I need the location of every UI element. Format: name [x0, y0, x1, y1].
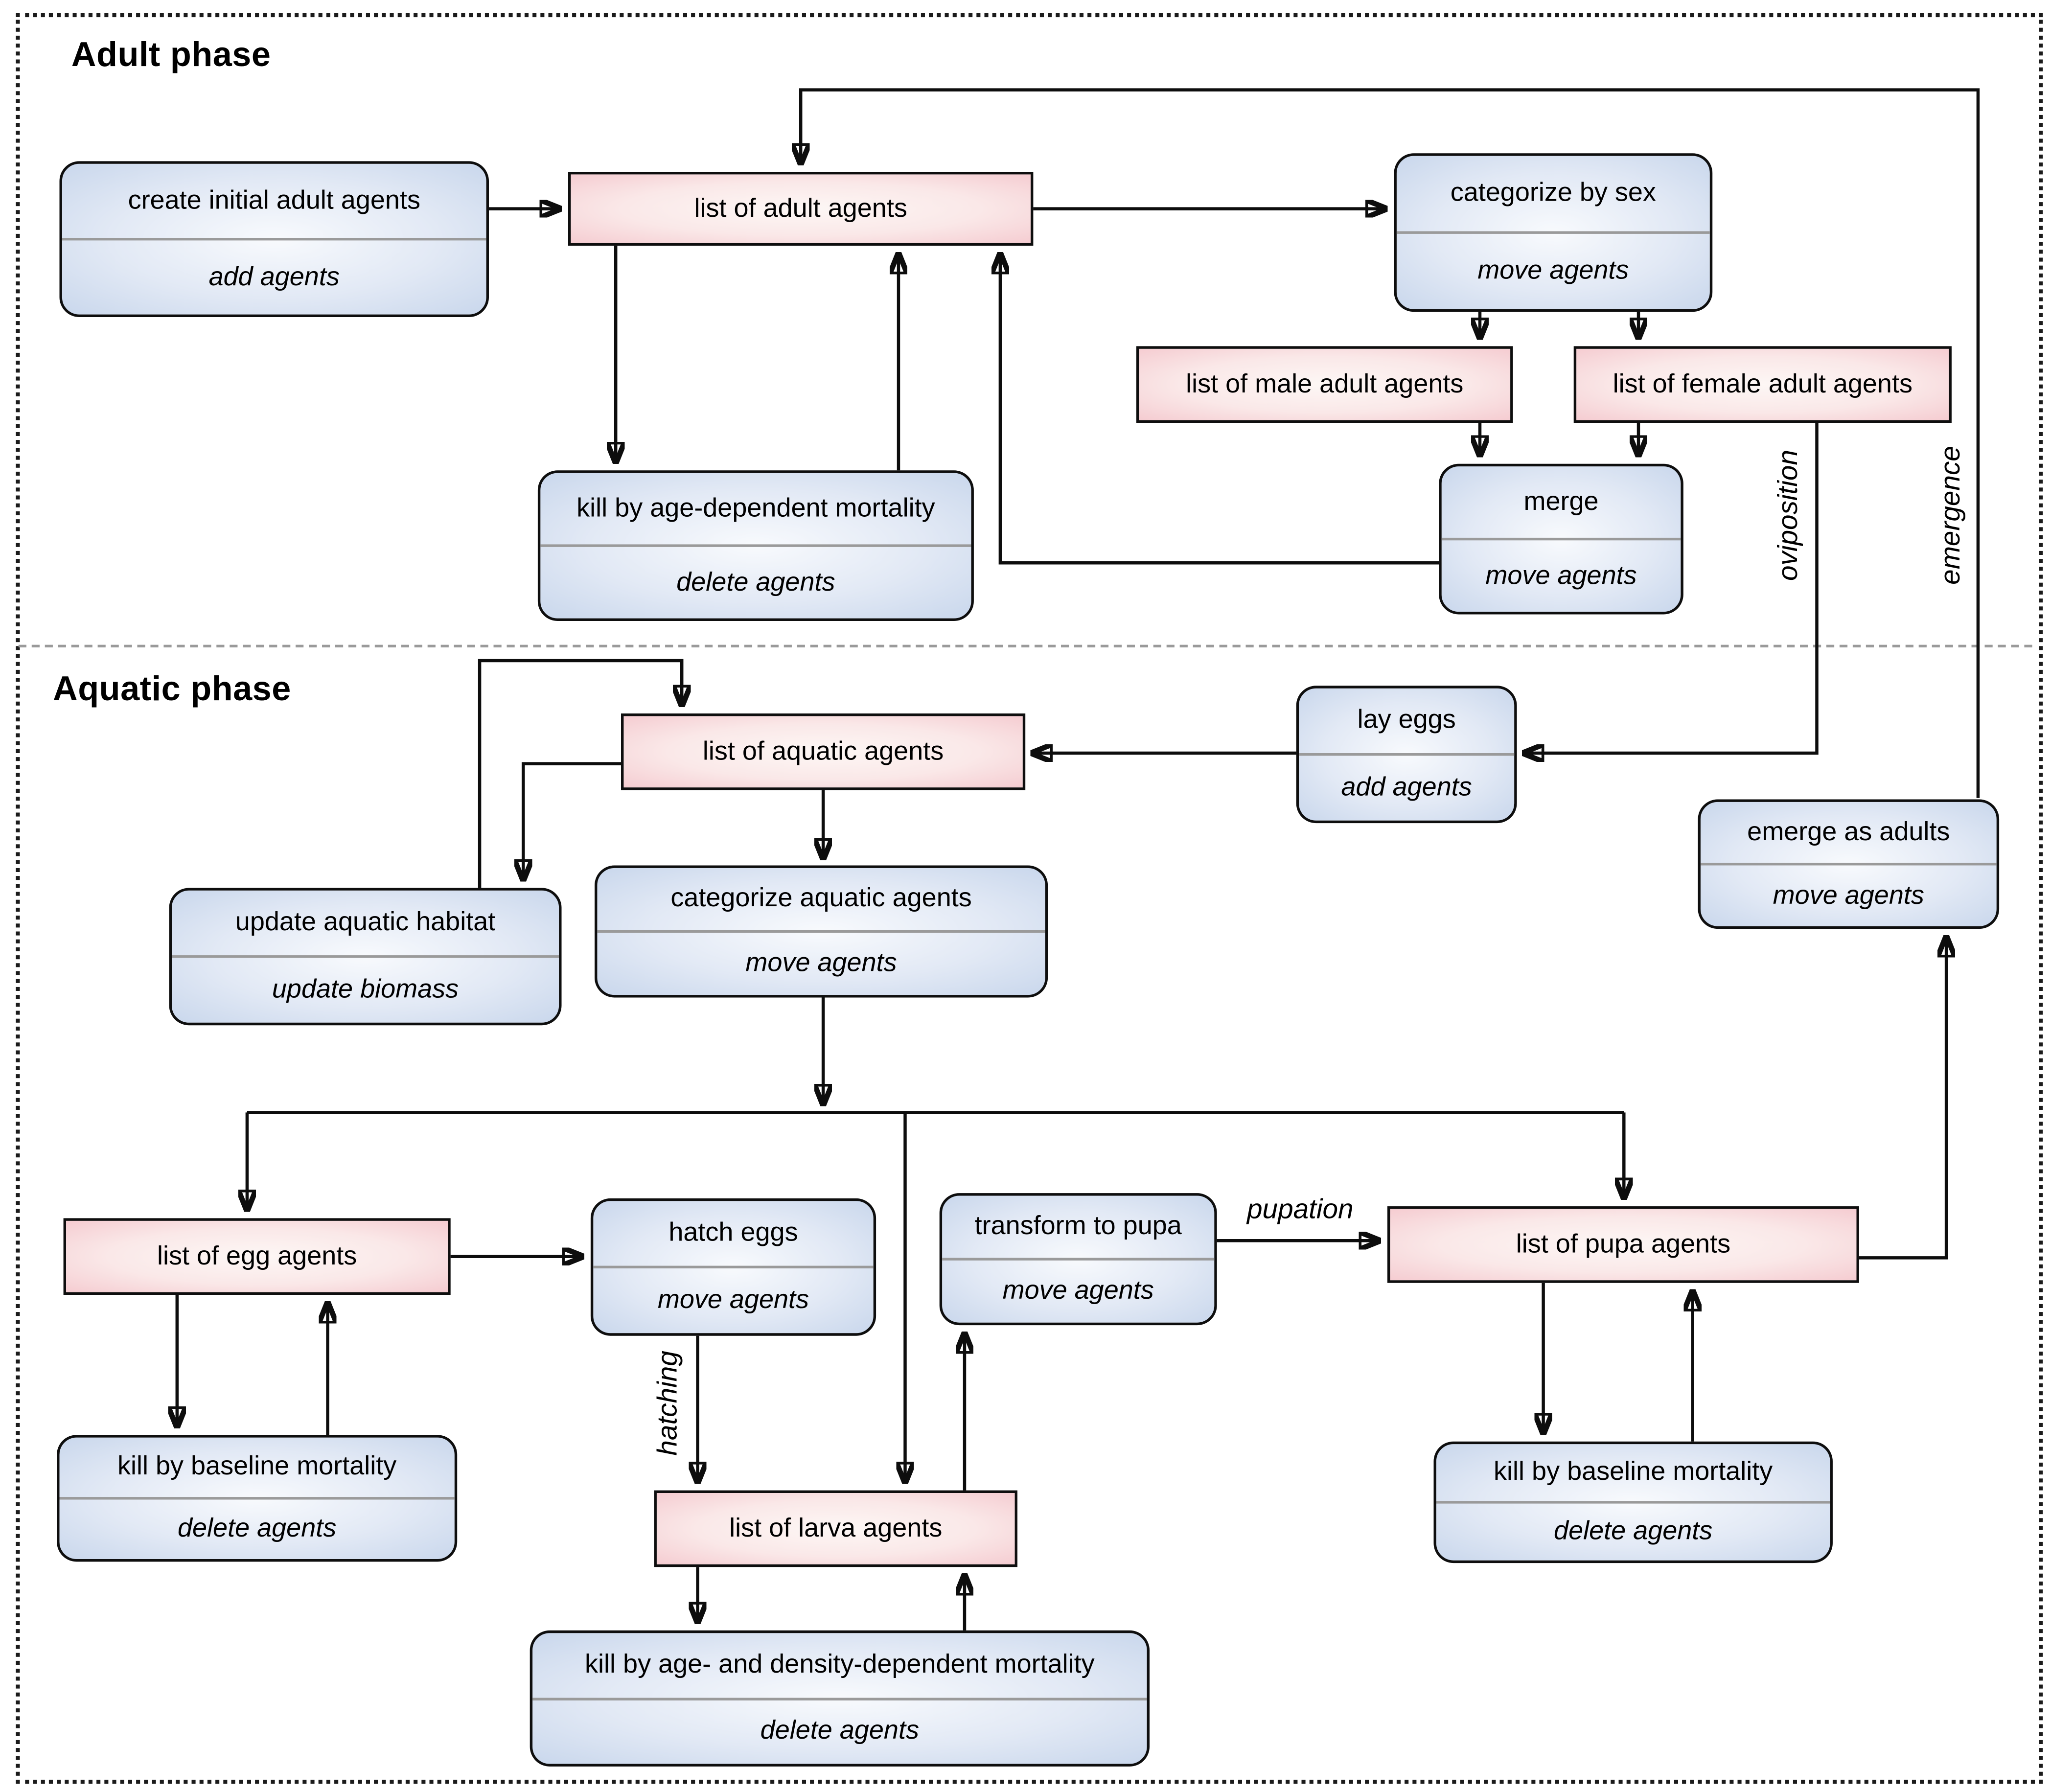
hatching-label: hatching: [652, 1351, 683, 1456]
node-title: kill by age-dependent mortality: [576, 493, 935, 523]
node-title: categorize aquatic agents: [670, 884, 972, 913]
node-title: merge: [1523, 486, 1599, 516]
node-emerge-as-adults: emerge as adults move agents: [1698, 799, 2000, 929]
node-title: list of adult agents: [694, 193, 907, 223]
node-categorize-by-sex: categorize by sex move agents: [1394, 153, 1713, 312]
node-inner-divider: [540, 544, 971, 547]
arrow-oviposition-female-list-to-lay-eggs: [1523, 423, 1819, 753]
node-list-of-adult-agents: list of adult agents: [568, 172, 1034, 246]
node-title: kill by age- and density-dependent morta…: [585, 1650, 1095, 1679]
node-subtitle: delete agents: [177, 1514, 337, 1543]
node-title: list of egg agents: [157, 1241, 357, 1271]
node-inner-divider: [942, 1258, 1215, 1261]
node-subtitle: move agents: [745, 948, 897, 978]
node-list-of-pupa-agents: list of pupa agents: [1387, 1206, 1859, 1283]
oviposition-label: oviposition: [1773, 450, 1804, 581]
node-subtitle: move agents: [1485, 561, 1637, 590]
node-title: update aquatic habitat: [235, 907, 496, 937]
phase-divider-line: [18, 644, 2032, 647]
node-title: hatch eggs: [668, 1218, 798, 1247]
arrow-emergence-loop-to-adult-list: [801, 88, 1980, 798]
node-kill-by-age-dependent-mortality: kill by age-dependent mortality delete a…: [537, 470, 974, 621]
node-categorize-aquatic-agents: categorize aquatic agents move agents: [595, 865, 1048, 998]
node-title: list of male adult agents: [1186, 369, 1464, 399]
node-subtitle: delete agents: [676, 567, 835, 597]
node-subtitle: update biomass: [272, 975, 459, 1004]
node-subtitle: move agents: [657, 1286, 809, 1315]
outer-dotted-border: [16, 13, 2043, 1784]
node-title: list of pupa agents: [1516, 1229, 1731, 1259]
node-title: list of female adult agents: [1613, 369, 1913, 399]
node-subtitle: delete agents: [760, 1716, 919, 1746]
node-merge: merge move agents: [1439, 463, 1683, 615]
node-list-of-aquatic-agents: list of aquatic agents: [621, 713, 1026, 790]
node-subtitle: add agents: [1341, 773, 1472, 802]
node-title: create initial adult agents: [128, 185, 420, 215]
node-subtitle: add agents: [208, 262, 340, 292]
node-inner-divider: [1441, 537, 1681, 541]
node-list-of-female-adult-agents: list of female adult agents: [1573, 346, 1952, 423]
node-create-initial-adult-agents: create initial adult agents add agents: [59, 161, 489, 317]
pupation-label: pupation: [1247, 1194, 1354, 1225]
node-title: kill by baseline mortality: [1494, 1457, 1773, 1487]
node-subtitle: move agents: [1477, 256, 1629, 286]
aquatic-phase-label: Aquatic phase: [53, 668, 291, 709]
node-kill-by-age-and-density-dependent-mortality: kill by age- and density-dependent morta…: [530, 1630, 1150, 1767]
node-list-of-larva-agents: list of larva agents: [654, 1490, 1017, 1567]
node-inner-divider: [1396, 231, 1710, 234]
node-kill-by-baseline-mortality-egg: kill by baseline mortality delete agents: [57, 1435, 458, 1562]
node-inner-divider: [593, 1265, 874, 1268]
node-kill-by-baseline-mortality-pupa: kill by baseline mortality delete agents: [1433, 1441, 1833, 1563]
arrow-aquatic-list-to-update-habitat: [523, 762, 622, 880]
node-title: list of larva agents: [729, 1513, 943, 1543]
node-inner-divider: [597, 930, 1045, 933]
node-subtitle: delete agents: [1554, 1516, 1713, 1546]
arrow-merge-to-adult-list: [1000, 253, 1439, 565]
emergence-label: emergence: [1936, 446, 1966, 585]
node-inner-divider: [532, 1697, 1147, 1700]
node-title: list of aquatic agents: [702, 736, 944, 766]
node-inner-divider: [59, 1497, 455, 1500]
node-title: emerge as adults: [1747, 817, 1950, 847]
node-update-aquatic-habitat: update aquatic habitat update biomass: [169, 888, 562, 1026]
node-title: kill by baseline mortality: [117, 1452, 397, 1481]
node-title: lay eggs: [1357, 705, 1456, 735]
node-inner-divider: [172, 955, 559, 958]
arrow-pupa-list-to-emerge-as-adults: [1859, 937, 1946, 1260]
node-inner-divider: [62, 238, 486, 241]
node-hatch-eggs: hatch eggs move agents: [590, 1198, 876, 1336]
adult-phase-label: Adult phase: [71, 34, 271, 74]
node-inner-divider: [1436, 1501, 1830, 1504]
node-list-of-egg-agents: list of egg agents: [63, 1218, 451, 1295]
node-inner-divider: [1700, 863, 1997, 866]
arrow-update-habitat-to-aquatic-list: [478, 659, 682, 888]
node-subtitle: move agents: [1773, 880, 1924, 910]
node-lay-eggs: lay eggs add agents: [1296, 686, 1517, 824]
node-title: categorize by sex: [1450, 178, 1656, 207]
node-title: transform to pupa: [974, 1211, 1182, 1241]
node-list-of-male-adult-agents: list of male adult agents: [1136, 346, 1513, 423]
node-subtitle: move agents: [1002, 1276, 1154, 1306]
node-inner-divider: [1299, 753, 1515, 756]
node-transform-to-pupa: transform to pupa move agents: [939, 1193, 1217, 1326]
